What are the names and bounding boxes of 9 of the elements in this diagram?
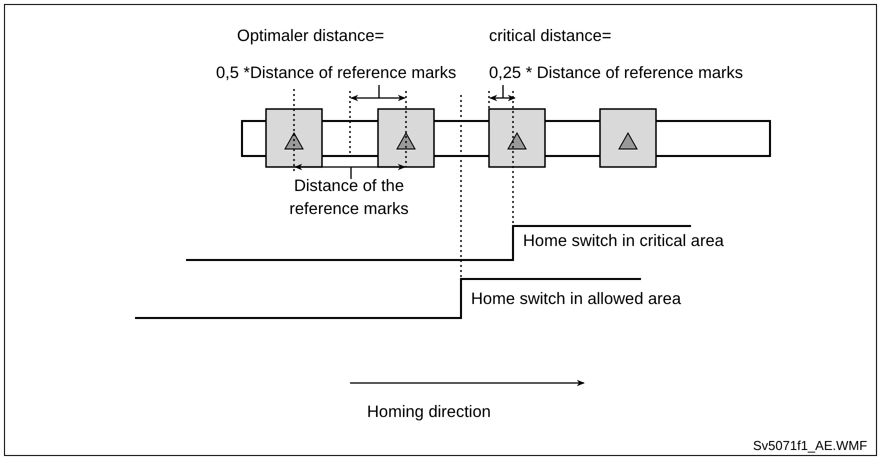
dimension-label: 0,25 * Distance of reference marks: [489, 63, 744, 84]
file-name: Sv5071f1_AE.WMF: [753, 437, 868, 455]
heading-text: critical distance=: [489, 26, 612, 47]
heading-text: Optimaler distance=: [237, 26, 384, 47]
dimension-label: 0,5 *Distance of reference marks: [216, 63, 456, 84]
signal-label: Home switch in critical area: [523, 231, 724, 252]
dimension-label: Distance of the reference marks: [288, 176, 410, 220]
direction-label: Homing direction: [367, 402, 491, 423]
signal-label: Home switch in allowed area: [471, 289, 682, 310]
